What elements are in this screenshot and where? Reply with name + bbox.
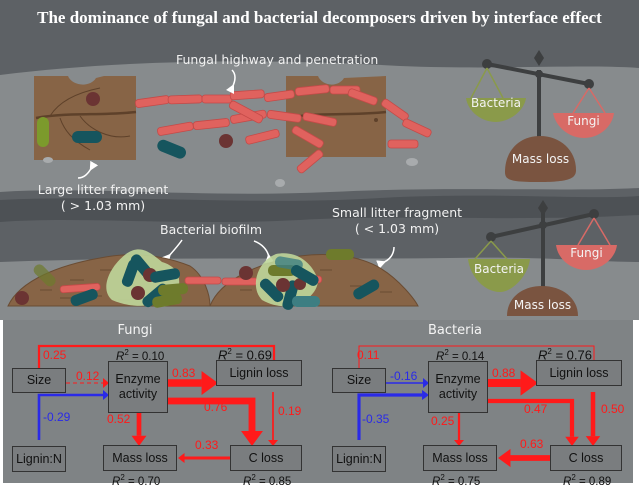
- node-mass-loss: Mass loss: [103, 445, 177, 471]
- arrowhead-icon: [423, 378, 429, 388]
- r2-mass-loss: R2 = 0.70: [112, 473, 161, 488]
- coef-enzyme-to-mass_loss: 0.52: [107, 412, 131, 426]
- pan-fungi-top: [553, 113, 614, 138]
- spore: [219, 134, 233, 148]
- arrowhead-icon: [498, 448, 511, 468]
- r2-lignin-loss: R2 = 0.69: [218, 347, 272, 363]
- mass-loss-bottom: [507, 286, 578, 316]
- pan-label-bacteria-bottom: Bacteria: [474, 262, 524, 276]
- coef-c_loss-to-mass_loss: 0.33: [195, 438, 219, 452]
- coef-size-to-lignin_loss: 0.11: [357, 348, 380, 362]
- bacterium: [157, 139, 187, 159]
- node-size: Size: [332, 368, 386, 393]
- node-size: Size: [12, 368, 66, 393]
- node-enzyme: Enzyme activity: [428, 361, 488, 413]
- arrow-icon: [253, 240, 275, 264]
- r2-c-loss: R2 = 0.85: [243, 473, 292, 488]
- arrowhead-icon: [103, 378, 109, 388]
- coef-c_loss-to-mass_loss: 0.63: [520, 437, 544, 451]
- coef-lignin_loss-to-c_loss: 0.19: [278, 404, 302, 418]
- fungal-hyphae: [134, 84, 432, 174]
- large-litter-fragment-left: [34, 76, 137, 160]
- bacteria-cluster: [15, 249, 380, 310]
- label-small-fragment-size: ( < 1.03 mm): [354, 221, 440, 236]
- r2-mass-loss: R2 = 0.75: [432, 473, 481, 488]
- arrow-icon: [77, 160, 99, 179]
- arrow-icon: [225, 69, 236, 95]
- r2-enzyme: R2 = 0.14: [436, 348, 485, 363]
- arrowhead-icon: [454, 440, 464, 446]
- node-c-loss: C loss: [550, 445, 622, 471]
- path-arrows: [37, 344, 279, 463]
- r2-c-loss: R2 = 0.89: [563, 473, 612, 488]
- figure-title: The dominance of fungal and bacterial de…: [37, 8, 602, 27]
- path-lignin_n-to-enzyme: [357, 393, 423, 440]
- arrow-icon: [376, 246, 395, 269]
- arrowhead-icon: [268, 440, 278, 446]
- label-large-fragment: Large litter fragment: [37, 182, 169, 197]
- decomposer-illustration: [0, 0, 639, 320]
- coef-lignin_loss-to-c_loss: 0.50: [601, 402, 625, 416]
- soil-divider: [0, 195, 639, 222]
- balance-scale-bottom: [468, 200, 617, 316]
- pan-label-fungi-top: Fungi: [567, 114, 600, 128]
- pan-bacteria-top: [466, 98, 526, 122]
- arrowhead-icon: [520, 370, 538, 396]
- coef-enzyme-to-c_loss: 0.76: [204, 400, 228, 414]
- mass-loss-top: [505, 136, 576, 182]
- node-c-loss: C loss: [230, 445, 302, 471]
- path-size-to-lignin_loss: [37, 344, 276, 370]
- panel-title: Bacteria: [427, 323, 483, 338]
- label-fungal-highway: Fungal highway and penetration: [176, 52, 379, 67]
- mass-loss-label-top: Mass loss: [511, 152, 570, 166]
- balance-scale-top: [466, 50, 614, 182]
- arrowhead-icon: [422, 389, 429, 401]
- coef-size-to-enzyme: 0.12: [76, 369, 100, 383]
- coef-size-to-enzyme: -0.16: [390, 369, 418, 383]
- coef-size-to-lignin_loss: 0.25: [43, 348, 67, 362]
- panel-title: Fungi: [117, 323, 153, 338]
- coef-enzyme-to-mass_loss: 0.25: [431, 414, 455, 428]
- label-large-fragment-size: ( > 1.03 mm): [60, 198, 146, 213]
- path-enzyme-to-c_loss: [168, 397, 256, 431]
- path-size-to-lignin_loss: [358, 345, 595, 370]
- pan-bacteria-bottom: [468, 259, 530, 292]
- pan-fungi-bottom: [556, 245, 617, 270]
- coef-lignin_n-to-enzyme: -0.29: [43, 410, 71, 424]
- arrowhead-icon: [201, 371, 218, 395]
- arrow-icon: [161, 239, 183, 264]
- label-small-fragment: Small litter fragment: [331, 205, 463, 220]
- arrowhead-icon: [585, 436, 601, 446]
- node-lignin-n: Lignin:N: [12, 446, 66, 472]
- r2-lignin-loss: R2 = 0.76: [538, 347, 592, 363]
- r2-enzyme: R2 = 0.10: [116, 348, 165, 363]
- path-lignin_n-to-enzyme: [37, 393, 103, 440]
- node-enzyme: Enzyme activity: [108, 361, 168, 413]
- arrowhead-icon: [241, 430, 263, 446]
- pan-label-fungi-bottom: Fungi: [570, 246, 603, 260]
- path-enzyme-to-c_loss: [488, 398, 575, 437]
- arrowhead-icon: [103, 390, 109, 400]
- coef-enzyme-to-lignin_loss: 0.88: [492, 366, 516, 380]
- arrowhead-icon: [131, 435, 147, 446]
- arrowhead-icon: [178, 453, 185, 463]
- arrowhead-icon: [565, 436, 579, 446]
- node-lignin-loss: Lignin loss: [216, 360, 302, 386]
- mass-loss-label-bottom: Mass loss: [513, 298, 572, 312]
- label-bacterial-biofilm: Bacterial biofilm: [160, 222, 262, 237]
- node-mass-loss: Mass loss: [423, 445, 497, 471]
- coef-enzyme-to-lignin_loss: 0.83: [172, 366, 196, 380]
- pan-label-bacteria-top: Bacteria: [471, 96, 521, 110]
- coef-enzyme-to-c_loss: 0.47: [524, 402, 548, 416]
- coef-lignin_n-to-enzyme: -0.35: [362, 412, 390, 426]
- node-lignin-n: Lignin:N: [332, 446, 386, 472]
- node-lignin-loss: Lignin loss: [536, 360, 622, 386]
